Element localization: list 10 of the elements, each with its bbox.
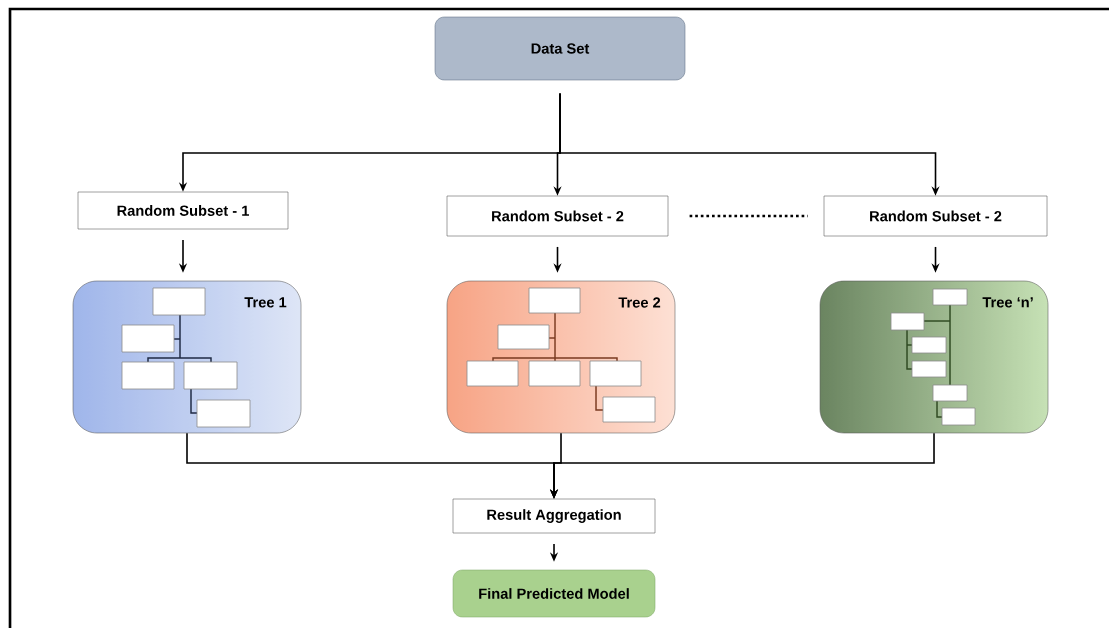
subset-box: Result Aggregation: [452, 498, 656, 534]
subset-box: Random Subset - 2: [446, 195, 669, 237]
rounded-box: Final Predicted Model: [452, 569, 656, 618]
panel-title: Tree 2: [618, 297, 661, 308]
dotted-line: [689, 214, 808, 218]
panel-title: Tree 1: [244, 297, 287, 308]
subset-box: Random Subset - 1: [77, 191, 289, 230]
subset-box: Random Subset - 2: [823, 195, 1048, 237]
rounded-box: Data Set: [434, 16, 686, 81]
panel-title: Tree ‘n’: [982, 297, 1033, 308]
